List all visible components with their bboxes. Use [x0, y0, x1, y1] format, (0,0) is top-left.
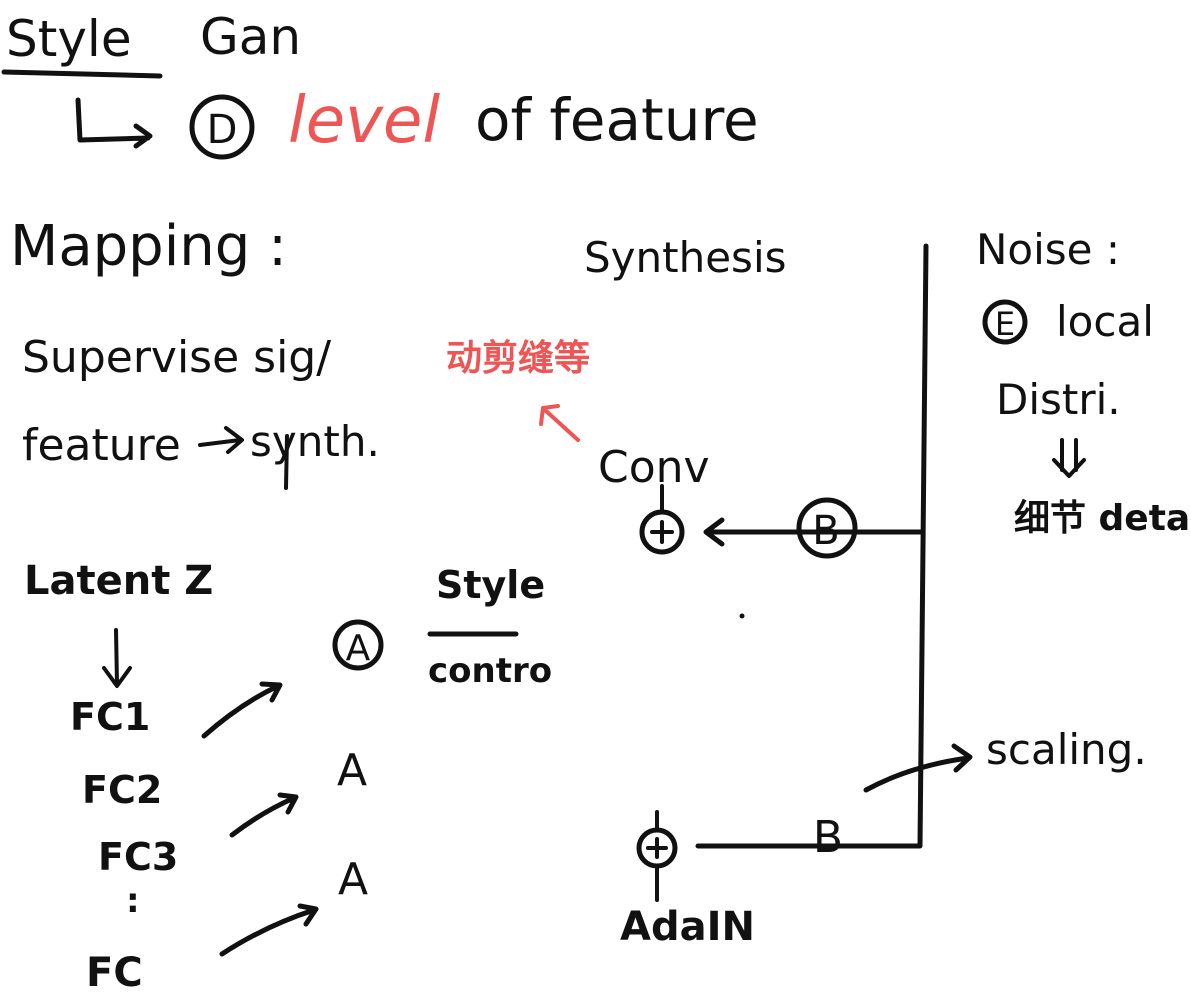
fc3-label: FC3: [98, 835, 178, 879]
noise-distri: Distri.: [996, 375, 1121, 424]
adder-bottom-plus: [646, 837, 668, 859]
mapping-line2b: synth.: [250, 417, 380, 466]
arrow-fc1-to-a: [201, 681, 283, 739]
control-label: contro: [428, 651, 552, 691]
mapping-line1: Supervise sig/: [22, 332, 331, 383]
fc-ellipsis: :: [126, 881, 140, 921]
double-down-arrow-icon: [1052, 438, 1086, 478]
marker-circle-d: [189, 94, 255, 160]
noise-bus-line: [695, 243, 929, 849]
red-note: 动剪缝等: [446, 338, 590, 379]
arrow-fc-to-a: [219, 903, 319, 957]
a-label-2: A: [337, 745, 367, 796]
fc1-label: FC1: [70, 695, 150, 739]
noise-local: local: [1056, 297, 1154, 346]
arrow-right-icon: [198, 426, 244, 454]
of-feature-text: of feature: [475, 86, 759, 154]
adain-label: AdaIN: [620, 904, 755, 950]
mapping-line2: feature: [22, 420, 181, 471]
bent-arrow-icon: [75, 97, 153, 149]
a-label-3: A: [338, 854, 368, 905]
synth-stroke: [284, 434, 289, 490]
noise-to-adder-arrow: [703, 517, 925, 547]
synthesis-heading: Synthesis: [584, 233, 787, 282]
conv-label: Conv: [598, 442, 710, 493]
style-label: Style: [436, 563, 545, 607]
latent-z: Latent Z: [24, 558, 213, 604]
adder-top-plus: [650, 520, 674, 544]
arrow-fc3-to-a: [229, 792, 299, 838]
noise-heading: Noise :: [976, 225, 1120, 274]
scaling-arrow: [863, 743, 973, 793]
b-top-label: B: [812, 508, 839, 554]
red-arrow-icon: [539, 404, 580, 442]
fc2-label: FC2: [82, 768, 162, 812]
scaling-label: scaling.: [986, 725, 1147, 774]
a-label-1: A: [346, 628, 371, 669]
highlight-level: level: [288, 84, 440, 158]
marker-d: D: [207, 107, 238, 153]
marker-circle-a: [332, 619, 384, 671]
adder-top-icon: [639, 509, 685, 555]
noise-detail: 细节 detail: [1014, 498, 1191, 539]
title-style: Style: [6, 10, 132, 68]
b-bottom-label: B: [813, 812, 843, 863]
stray-dot: [739, 613, 745, 619]
marker-circle-b: [796, 497, 858, 559]
title-gan: Gan: [200, 8, 301, 66]
marker-e: E: [995, 305, 1015, 343]
down-arrow-icon: [102, 628, 132, 688]
title-underline: [1, 69, 163, 79]
fc-last-label: FC: [86, 950, 143, 996]
mapping-heading: Mapping :: [10, 214, 287, 279]
marker-circle-e: [982, 299, 1028, 345]
